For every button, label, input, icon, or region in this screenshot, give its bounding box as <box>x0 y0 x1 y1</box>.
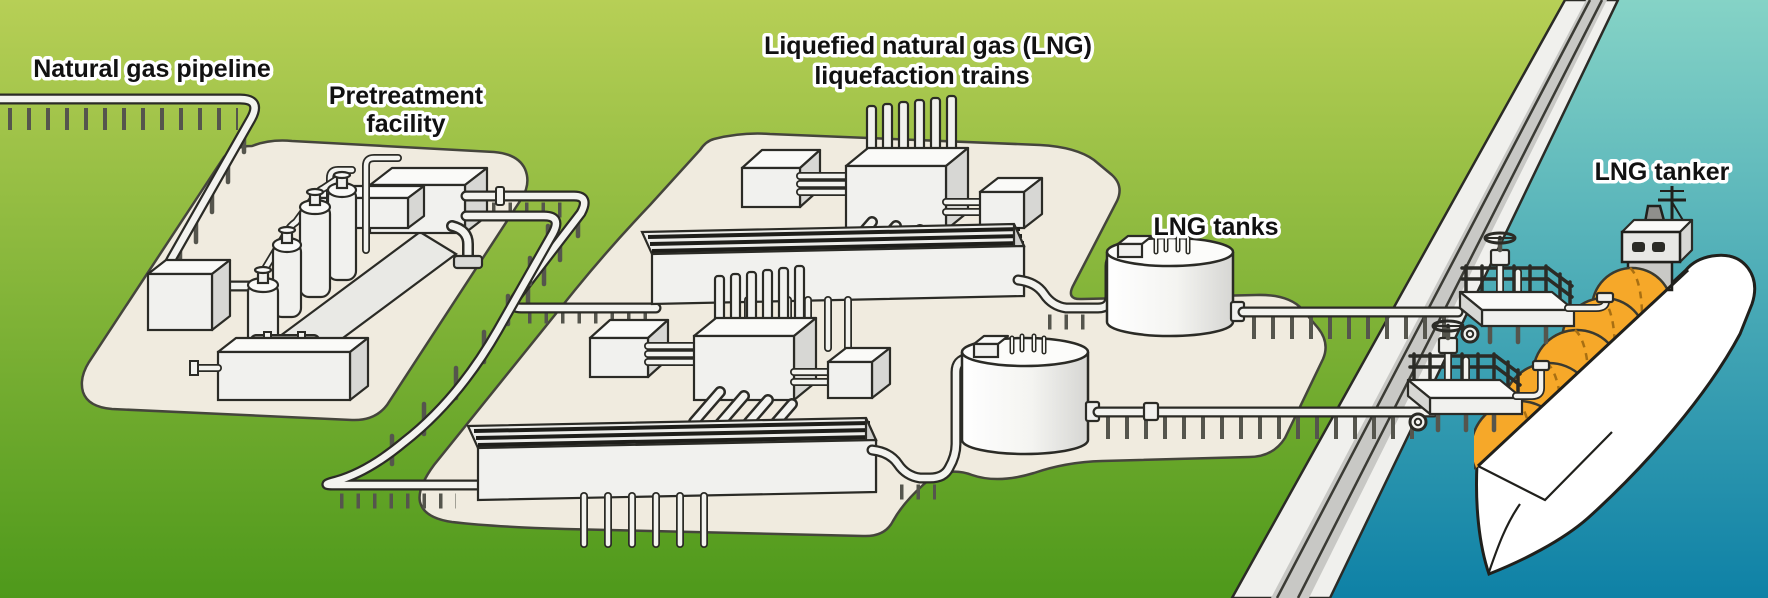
pipe-tank1-to-jetty <box>1237 306 1464 339</box>
process-column <box>298 187 332 299</box>
bridge-window <box>1632 242 1645 252</box>
inlet-box <box>146 258 232 332</box>
loading-pipe-1 <box>1564 291 1615 312</box>
lng-tank-1 <box>1105 233 1246 338</box>
air-cooler-bank <box>640 222 1026 352</box>
tank-top-fitting <box>1116 234 1154 259</box>
dome-connection-nub <box>1595 291 1615 304</box>
lng-tank-2 <box>960 333 1101 456</box>
pipe-flange <box>1142 401 1160 422</box>
tank-top-fitting <box>972 334 1010 359</box>
air-cooler-bank <box>466 416 878 548</box>
deck-edge <box>1476 268 1690 468</box>
bottom-box <box>189 336 370 402</box>
loading-pipe-2 <box>1512 359 1551 400</box>
label-natural-gas-pipeline: Natural gas pipeline <box>33 55 271 83</box>
bridge-window <box>1652 242 1665 252</box>
pipe-foot <box>452 254 484 270</box>
pipe-tank2-to-jetty <box>1092 401 1440 439</box>
liquefaction-train-2 <box>466 266 890 548</box>
label-liquefaction-line1: Liquefied natural gas (LNG) <box>764 32 1092 60</box>
road-lane-line <box>1296 0 1604 598</box>
pipe-train2-to-tank2 <box>866 352 984 500</box>
cooler-legs <box>580 492 708 548</box>
process-column <box>271 225 303 319</box>
pipe-pretreatment-to-train1 <box>460 186 662 324</box>
process-column <box>326 170 358 282</box>
label-pretreatment-line1: Pretreatment <box>329 82 484 110</box>
flange <box>495 186 505 206</box>
bow-crease <box>1477 431 1613 502</box>
dome-connection-nub <box>1531 359 1551 372</box>
label-lng-tanks: LNG tanks <box>1153 213 1278 241</box>
label-liquefaction-line2: liquefaction trains <box>814 62 1029 90</box>
road-lane-line <box>1275 0 1592 598</box>
liquefaction-train-1 <box>640 96 1042 352</box>
pipe-pretreatment-to-train2 <box>321 210 562 509</box>
label-pretreatment-line2: facility <box>366 110 445 138</box>
coastal-road <box>1230 0 1620 598</box>
label-lng-tanker: LNG tanker <box>1595 158 1730 186</box>
lng-tanker-ship <box>1474 186 1757 576</box>
bow-crease <box>1487 503 1521 573</box>
